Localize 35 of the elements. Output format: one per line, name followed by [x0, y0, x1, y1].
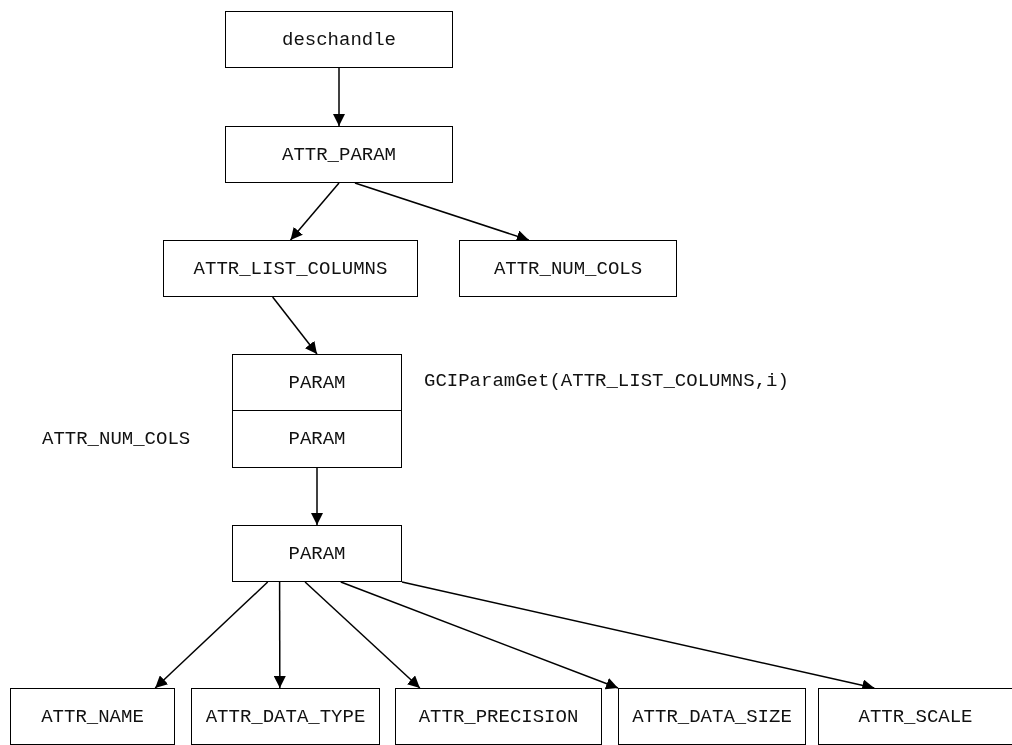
process-box — [232, 410, 402, 468]
box-label: PARAM — [288, 542, 346, 565]
process-box — [225, 126, 453, 183]
process-box — [191, 688, 380, 745]
box-label: PARAM — [288, 372, 346, 394]
process-box — [232, 525, 402, 582]
box-label: ATTR_PRECISION — [418, 705, 579, 728]
side-note: ATTR_NUM_COLS — [42, 428, 191, 450]
arrow — [154, 581, 269, 689]
process-box — [395, 688, 602, 745]
arrow — [340, 581, 619, 690]
process-box — [163, 240, 418, 297]
arrow — [271, 296, 318, 355]
arrow — [289, 182, 340, 241]
process-box — [10, 688, 175, 745]
arrow — [304, 581, 421, 689]
arrow — [354, 182, 530, 242]
box-label: ATTR_DATA_SIZE — [632, 705, 792, 728]
box-label: ATTR_DATA_TYPE — [205, 705, 366, 728]
process-box — [818, 688, 1012, 745]
box-label: deschandle — [282, 28, 396, 51]
process-box — [232, 354, 402, 412]
box-label: ATTR_PARAM — [282, 143, 396, 166]
arrow — [311, 467, 323, 526]
box-label: ATTR_NAME — [41, 705, 144, 728]
process-box — [618, 688, 806, 745]
box-label: ATTR_LIST_COLUMNS — [193, 257, 388, 280]
box-label: PARAM — [288, 428, 346, 450]
box-label: ATTR_NUM_COLS — [493, 257, 643, 280]
process-box — [459, 240, 677, 297]
arrow — [273, 581, 286, 689]
process-box — [225, 11, 453, 68]
arrow — [333, 67, 345, 127]
side-note: GCIParamGet(ATTR_LIST_COLUMNS,i) — [424, 370, 789, 392]
box-label: ATTR_SCALE — [858, 705, 973, 728]
